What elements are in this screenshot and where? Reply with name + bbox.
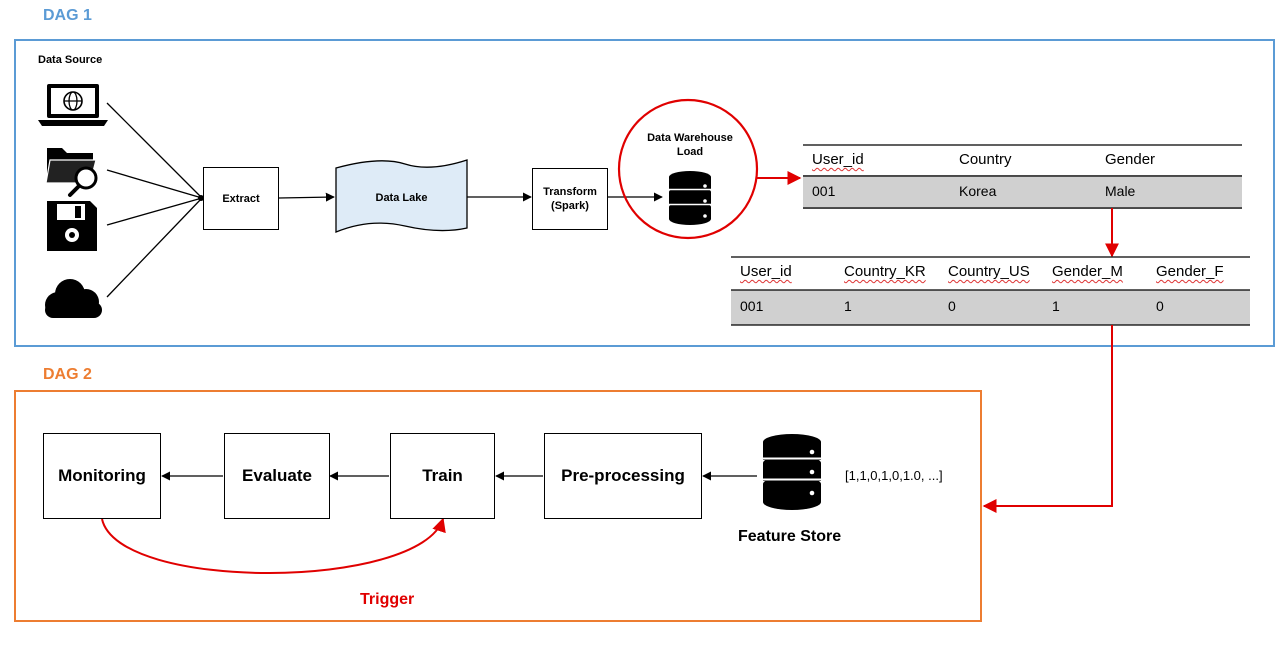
feature-store-label: Feature Store [738,528,842,545]
warehouse-label: Data Warehouse Load [630,131,750,159]
source-connectors [106,102,203,298]
table1-header-gender: Gender [1105,151,1156,168]
extract-to-lake-arrow [278,192,335,202]
preprocessing-label: Pre-processing [561,466,685,485]
table1-header-country: Country [959,151,1012,168]
train-label: Train [422,466,463,485]
folder-search-icon [45,148,98,197]
floppy-disk-icon [47,201,97,251]
preprocessing-box[interactable]: Pre-processing [544,433,702,519]
dag2-frame [14,390,982,622]
evaluate-box[interactable]: Evaluate [224,433,330,519]
feature-store-database-icon [763,434,821,510]
transform-sublabel: (Spark) [551,200,589,212]
data-lake-shape [335,159,468,233]
table2-header-country-us: Country_US [948,263,1030,280]
table2-header-gender-m: Gender_M [1052,263,1123,280]
database-icon [669,171,711,225]
table2-cell-gender-m: 1 [1052,298,1060,314]
table2-lines [731,256,1250,326]
table1-cell-user-id: 001 [812,183,836,199]
data-source-label: Data Source [38,54,103,66]
warehouse-label-line2: Load [676,146,704,158]
dag1-frame [14,39,1275,347]
warehouse-label-line1: Data Warehouse [647,132,733,144]
data-lake-label: Data Lake [375,192,428,204]
dag2-title: DAG 2 [43,366,92,383]
trigger-curve [101,517,446,574]
table2-cell-user-id: 001 [740,298,764,314]
laptop-globe-icon [38,84,108,126]
table2-cell-gender-f: 0 [1156,298,1164,314]
table1-cell-gender: Male [1105,183,1136,199]
transform-box[interactable]: Transform (Spark) [532,168,608,230]
extract-label: Extract [222,192,260,205]
cloud-icon [45,279,102,318]
table1-row-fill [803,176,1242,208]
table2-row-fill [731,290,1250,325]
extract-box[interactable]: Extract [203,167,279,230]
monitoring-label: Monitoring [58,466,146,485]
trigger-label: Trigger [360,591,415,608]
merge-point [198,195,204,201]
table1-header-user-id: User_id [812,151,864,168]
table1-cell-country: Korea [959,183,997,199]
monitoring-box[interactable]: Monitoring [43,433,161,519]
train-box[interactable]: Train [390,433,495,519]
table2-header-user-id: User_id [740,263,792,280]
evaluate-label: Evaluate [242,466,312,485]
feature-vector-text: [1,1,0,1,0,1.0, ...] [845,468,943,483]
table2-header-country-kr: Country_KR [844,263,926,280]
table2-cell-country-us: 0 [948,298,956,314]
table2-cell-country-kr: 1 [844,298,852,314]
table2-header-gender-f: Gender_F [1156,263,1224,280]
warehouse-highlight-circle [617,98,759,240]
dag1-to-dag2-connector [982,325,1113,513]
transform-label: Transform [543,186,597,198]
dag1-title: DAG 1 [43,7,92,24]
